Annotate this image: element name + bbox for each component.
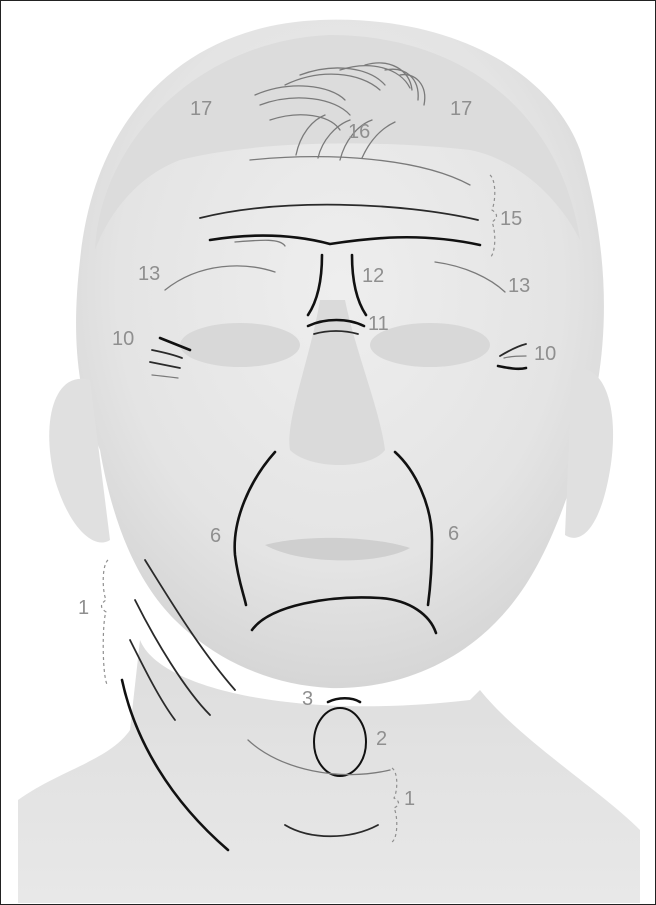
label-forehead-left: 17 — [190, 98, 212, 120]
label-crow-left: 13 — [138, 263, 160, 285]
label-eye-left: 10 — [112, 328, 134, 350]
label-nasolabial-left: 6 — [210, 525, 221, 547]
left-eye-shade — [180, 323, 300, 367]
label-adam-apple-top: 3 — [302, 688, 313, 710]
label-adam-apple: 2 — [376, 728, 387, 750]
label-forehead-lines: 15 — [500, 208, 522, 230]
label-glabella: 12 — [362, 265, 384, 287]
label-hairline: 16 — [348, 121, 370, 143]
label-forehead-right: 17 — [450, 98, 472, 120]
label-nasal-root: 11 — [368, 313, 389, 335]
label-neck-right: 1 — [404, 788, 415, 810]
label-nasolabial-right: 6 — [448, 523, 459, 545]
label-neck-left: 1 — [78, 597, 89, 619]
label-crow-right: 13 — [508, 275, 530, 297]
label-eye-right: 10 — [534, 343, 556, 365]
